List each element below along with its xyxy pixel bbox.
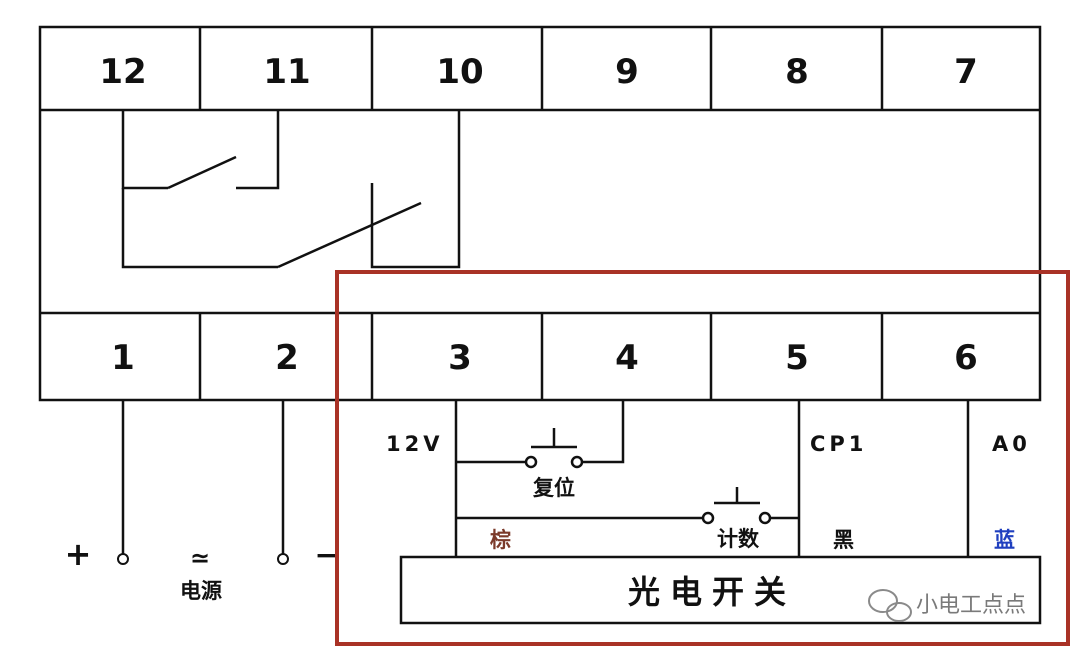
reset-button-symbol bbox=[524, 428, 584, 469]
photo-switch-label: 光电开关 bbox=[628, 573, 796, 611]
terminal-2: 2 bbox=[275, 338, 299, 378]
contact-11-line bbox=[236, 110, 280, 190]
terminal-1: 1 bbox=[111, 338, 135, 378]
highlight-box bbox=[335, 270, 1070, 646]
terminal-12: 12 bbox=[99, 52, 146, 92]
cp1-label: CP1 bbox=[810, 432, 867, 456]
terminal-5: 5 bbox=[785, 338, 809, 378]
count-button-symbol bbox=[701, 487, 772, 525]
bottom-terminal-dividers bbox=[198, 313, 884, 400]
count-label: 计数 bbox=[717, 527, 760, 551]
contact-blade-lower bbox=[277, 201, 422, 269]
terminal-6: 6 bbox=[954, 338, 978, 378]
power-plus-sign: + bbox=[65, 535, 92, 573]
power-label: 电源 bbox=[180, 579, 222, 603]
terminal-2-point bbox=[277, 553, 289, 565]
relay-contacts bbox=[121, 110, 461, 269]
terminal-11: 11 bbox=[263, 52, 310, 92]
wire-reset-right bbox=[582, 400, 625, 464]
terminal-10: 10 bbox=[436, 52, 483, 92]
terminal-1-point bbox=[117, 553, 129, 565]
top-terminal-dividers bbox=[198, 27, 884, 110]
relay-housing bbox=[38, 25, 1042, 402]
a0-label: A0 bbox=[992, 432, 1031, 456]
power-leads bbox=[121, 400, 285, 554]
contact-12-line bbox=[121, 110, 168, 190]
sensor-wiring bbox=[454, 400, 970, 557]
terminal-9: 9 bbox=[615, 52, 639, 92]
12v-label: 12V bbox=[386, 432, 443, 456]
wechat-icon bbox=[868, 589, 912, 622]
contact-common-line bbox=[121, 188, 278, 269]
contact-blade-upper bbox=[167, 155, 237, 190]
terminal-7: 7 bbox=[954, 52, 978, 92]
ac-dc-symbol: ≃ bbox=[190, 544, 210, 572]
terminal-3: 3 bbox=[448, 338, 472, 378]
terminal-4: 4 bbox=[615, 338, 639, 378]
terminal-8: 8 bbox=[785, 52, 809, 92]
watermark: 小电工点点 bbox=[868, 589, 1026, 622]
black-wire-label: 黑 bbox=[833, 528, 854, 552]
photo-switch-box bbox=[399, 555, 1042, 625]
brown-wire-label: 棕 bbox=[490, 528, 511, 552]
contact-10-line bbox=[370, 110, 461, 269]
blue-wire-label: 蓝 bbox=[994, 528, 1015, 552]
reset-label: 复位 bbox=[532, 476, 575, 500]
watermark-text: 小电工点点 bbox=[916, 593, 1026, 618]
